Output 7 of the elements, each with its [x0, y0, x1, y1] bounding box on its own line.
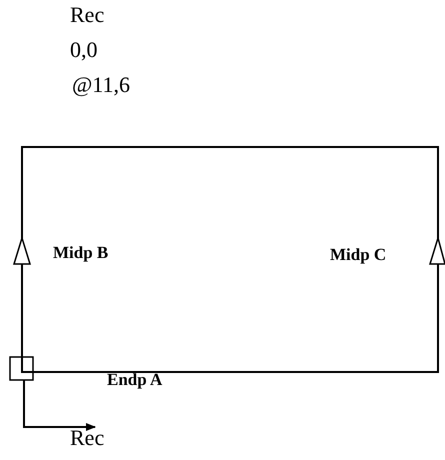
snap-label: Midp B: [53, 244, 108, 261]
command-text: Rec: [70, 427, 104, 449]
command-text: Rec: [70, 4, 104, 26]
coordinate-text: @11,6: [72, 74, 130, 96]
snap-label: Endp A: [107, 371, 162, 388]
coordinate-text: 0,0: [70, 39, 98, 61]
snap-label: Midp C: [330, 246, 386, 263]
